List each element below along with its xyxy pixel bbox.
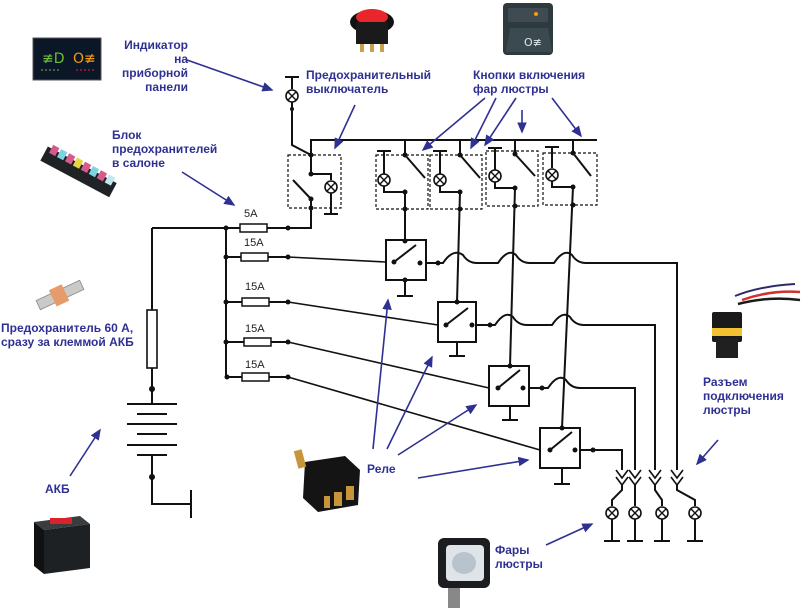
svg-text:O≢: O≢ — [524, 36, 542, 49]
connector-headlamp-1 — [604, 469, 629, 542]
dashboard-indicator-icon: ≢D O≢ — [32, 37, 102, 81]
fuse-row-2: 15A — [223, 237, 291, 262]
fuse-block-icon — [40, 144, 117, 198]
label-line: в салоне — [112, 156, 165, 170]
connector-label: Разъем подключения люстры — [703, 375, 784, 417]
indicator-label: Индикатор на приборной панели — [110, 38, 188, 94]
label-line: фар люстры — [473, 82, 549, 96]
label-line: Разъем — [703, 375, 748, 389]
label-line: выключатель — [306, 82, 389, 96]
connector-headlamp-2 — [627, 469, 643, 542]
label-line: Индикатор — [124, 38, 188, 52]
fuse-label: 5A — [244, 208, 258, 220]
label-line: подключения — [703, 389, 784, 403]
fuse-label: 15A — [244, 237, 264, 249]
connector-plug-icon — [712, 283, 801, 358]
svg-text:O≢: O≢ — [73, 51, 96, 67]
work-light-icon — [438, 538, 490, 608]
fuse-row-5: 15A — [224, 359, 291, 382]
connector-headlamp-4 — [670, 469, 703, 542]
label-line: предохранителей — [112, 142, 218, 156]
light-button-4 — [542, 140, 598, 429]
callout-arrows — [69, 59, 719, 546]
label-line: Предохранитель 60 А, — [1, 321, 134, 335]
label-line: Фары — [495, 543, 530, 557]
relay-label: Реле — [367, 462, 396, 476]
label-line: Предохранительный — [306, 68, 432, 82]
label-line: сразу за клеммой АКБ — [1, 335, 134, 349]
master-switch-symbol — [285, 76, 597, 229]
connector-headlamp-3 — [648, 469, 670, 542]
fuse-label: 15A — [245, 359, 265, 371]
relay-icon — [293, 449, 360, 512]
fuse-label: 15A — [245, 281, 265, 293]
svg-text:≢D: ≢D — [42, 51, 65, 67]
main-fuse-symbol — [146, 309, 158, 369]
relay-symbol-1 — [287, 238, 678, 470]
fuse-switch-label: Предохранительный выключатель — [306, 68, 431, 96]
fuse-label: 15A — [245, 323, 265, 335]
fuse-block-label: Блок предохранителей в салоне — [112, 128, 217, 170]
fuse-row-3: 15A — [223, 281, 291, 307]
light-button-2 — [429, 140, 483, 303]
relay-symbol-4 — [287, 376, 623, 485]
fog-light-button-icon: O≢ — [503, 3, 553, 55]
headlights-label: Фары люстры — [495, 543, 543, 571]
label-line: люстры — [703, 403, 751, 417]
label-line: панели — [145, 80, 188, 94]
main-fuse-label: Предохранитель 60 А, сразу за клеммой АК… — [1, 321, 134, 349]
rocker-switch-icon — [350, 9, 394, 52]
battery-label: АКБ — [45, 482, 70, 496]
battery-circuit — [127, 227, 226, 518]
light-button-1 — [375, 140, 429, 242]
label-line: Кнопки включения — [473, 68, 586, 82]
relay-symbol-3 — [287, 341, 636, 470]
car-battery-icon — [34, 516, 90, 574]
relay-symbol-2 — [287, 299, 656, 470]
blade-fuse-icon — [35, 279, 85, 311]
fuse-row-4: 15A — [223, 323, 291, 347]
label-line: люстры — [495, 557, 543, 571]
light-buttons-label: Кнопки включения фар люстры — [473, 68, 585, 96]
label-line: на приборной — [122, 52, 188, 80]
fuse-bus: 5A 15A 15A 15A — [223, 208, 291, 382]
label-line: Блок — [112, 128, 142, 142]
light-button-3 — [485, 140, 539, 367]
fuse-row-1: 5A — [223, 208, 291, 233]
